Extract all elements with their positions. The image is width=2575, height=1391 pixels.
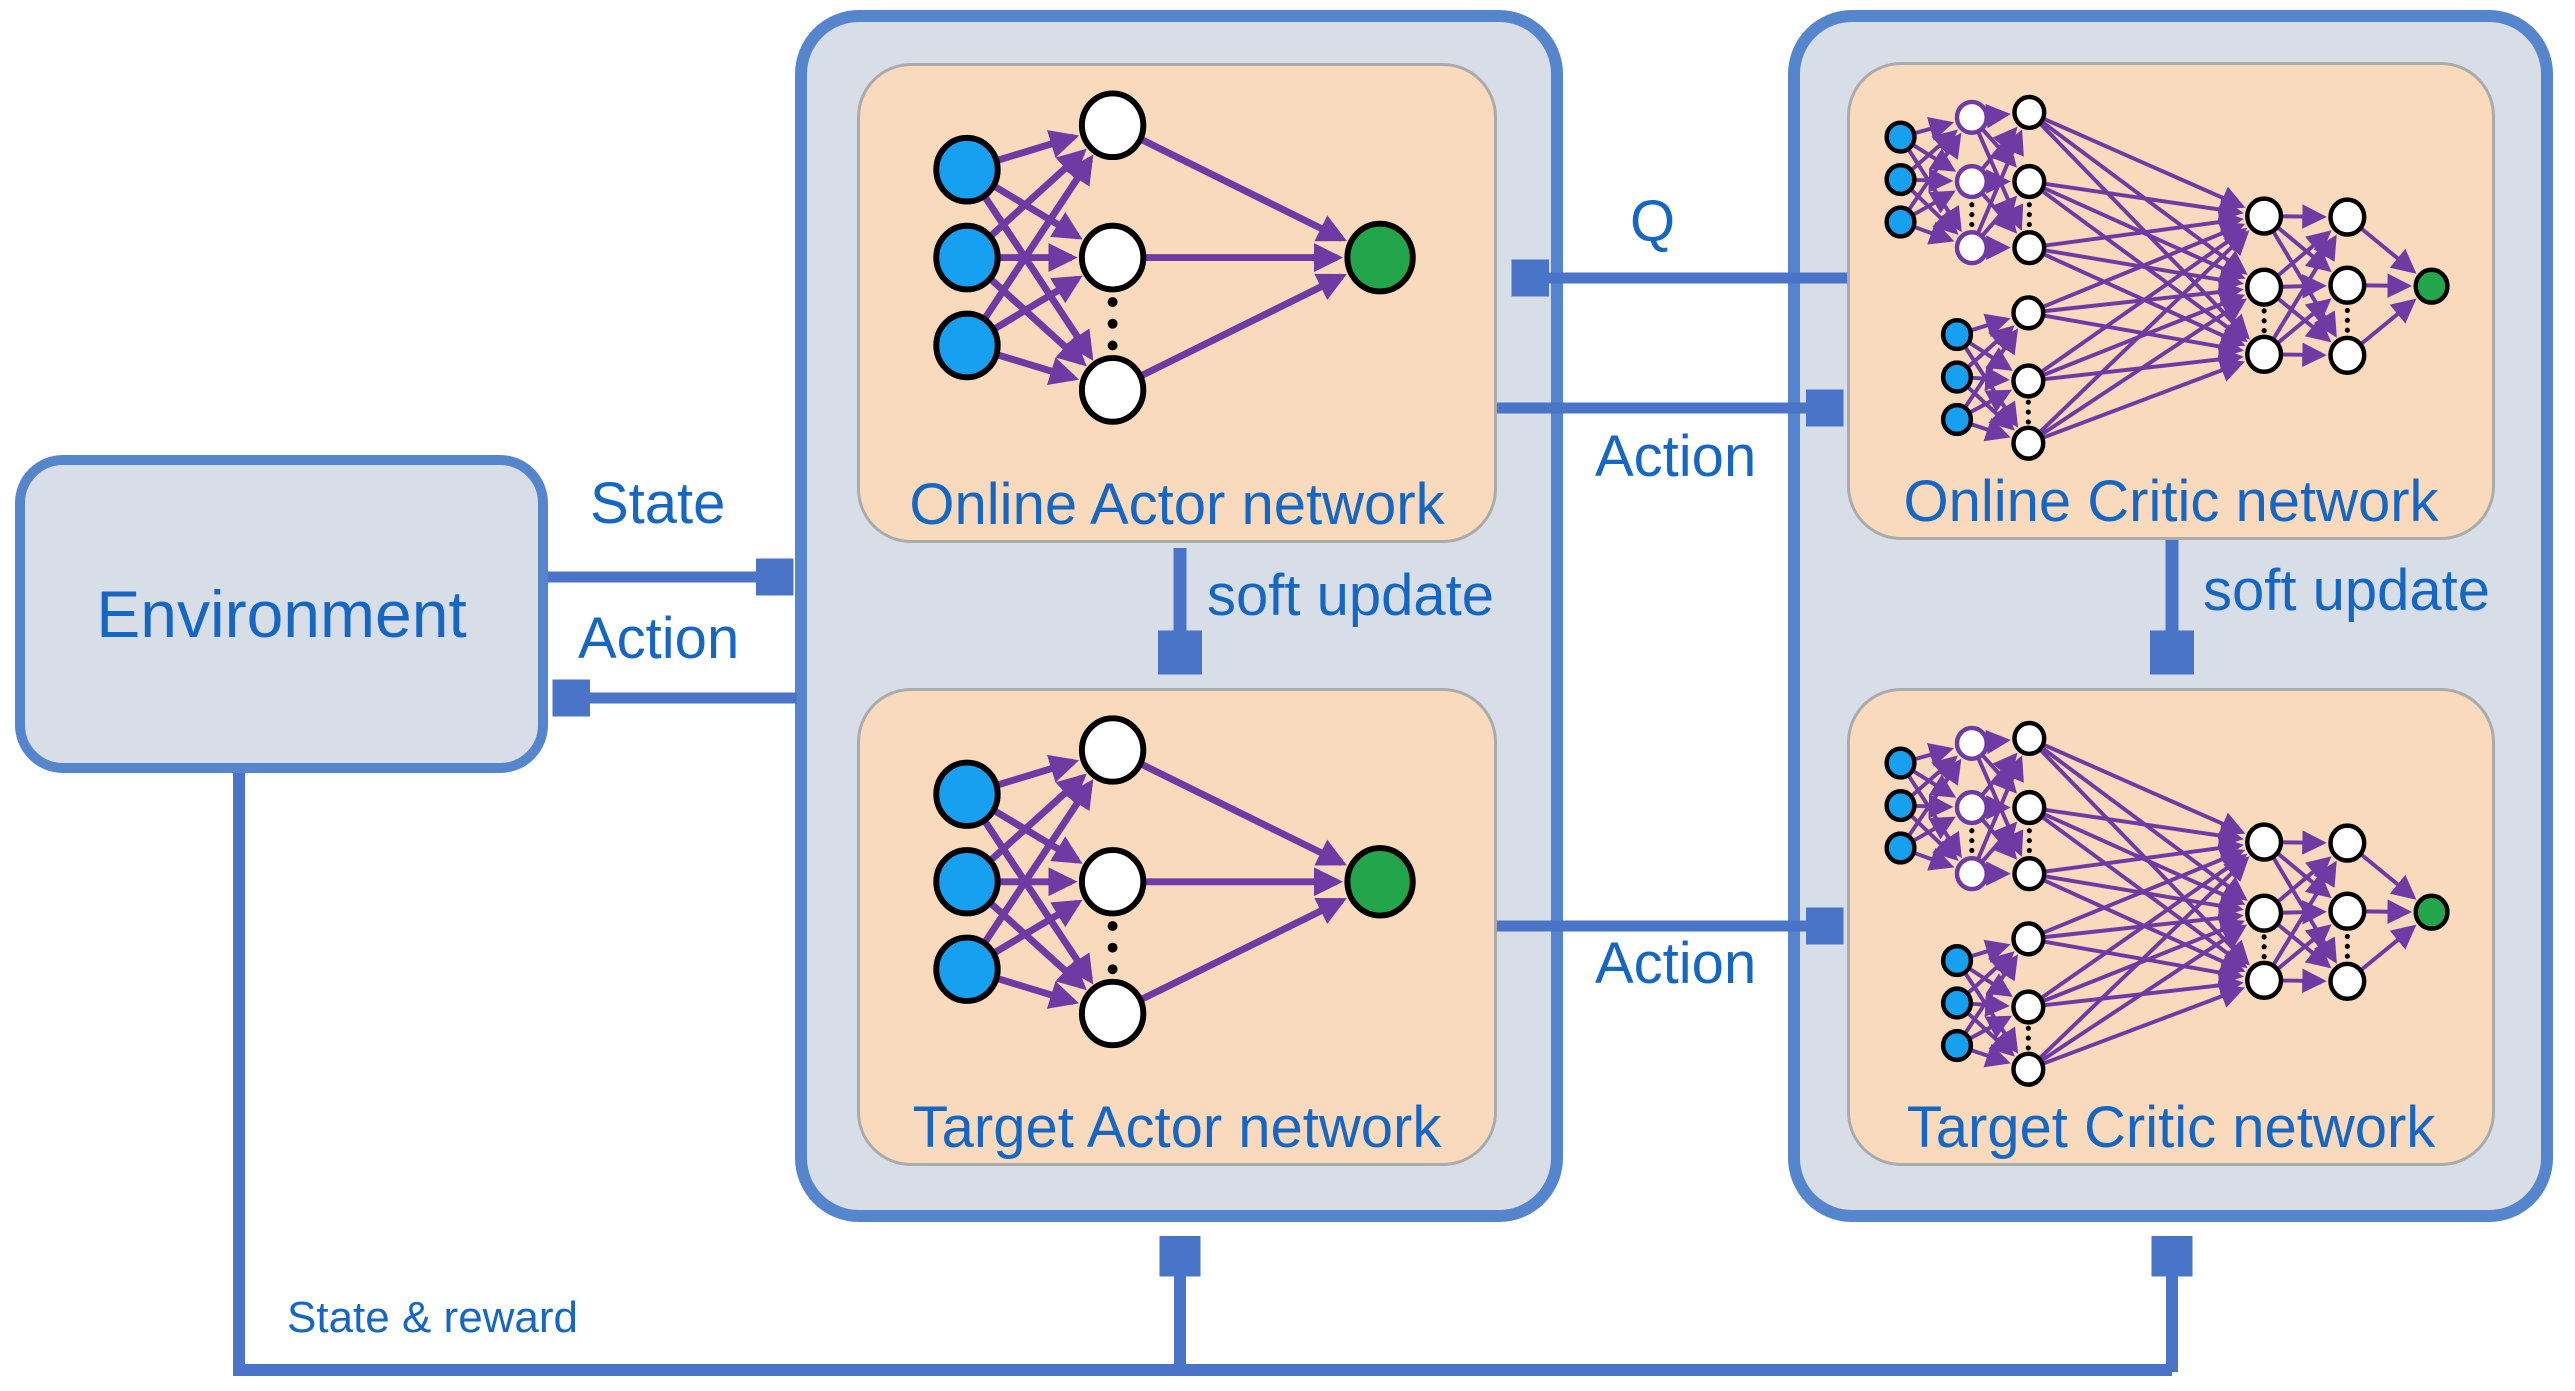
online-critic-network-graphic xyxy=(1884,94,2450,461)
online-actor-label: Online Actor network xyxy=(909,472,1445,537)
online-critic-label: Online Critic network xyxy=(1903,469,2439,534)
action-online-label: Action xyxy=(1595,424,1757,489)
online-actor-network-graphic xyxy=(933,90,1416,425)
target-critic-panel: Target Critic network xyxy=(1847,688,2495,1166)
target-critic-network-graphic xyxy=(1884,720,2450,1087)
state-reward-label: State & reward xyxy=(287,1293,579,1342)
soft-update-critic-label: soft update xyxy=(2203,558,2490,623)
online-critic-panel: Online Critic network xyxy=(1847,62,2495,540)
online-actor-panel: Online Actor network xyxy=(857,63,1497,543)
soft-update-actor-label: soft update xyxy=(1207,563,1494,628)
target-actor-panel: Target Actor network xyxy=(857,688,1497,1166)
target-actor-network-graphic xyxy=(933,715,1416,1049)
environment-box: Environment xyxy=(15,455,548,773)
action-to-environment-label: Action xyxy=(578,606,740,671)
environment-label: Environment xyxy=(96,577,467,651)
state-label: State xyxy=(590,471,726,536)
target-critic-label: Target Critic network xyxy=(1906,1095,2436,1160)
q-label: Q xyxy=(1630,189,1676,254)
target-actor-label: Target Actor network xyxy=(912,1095,1442,1160)
action-target-label: Action xyxy=(1595,931,1757,996)
